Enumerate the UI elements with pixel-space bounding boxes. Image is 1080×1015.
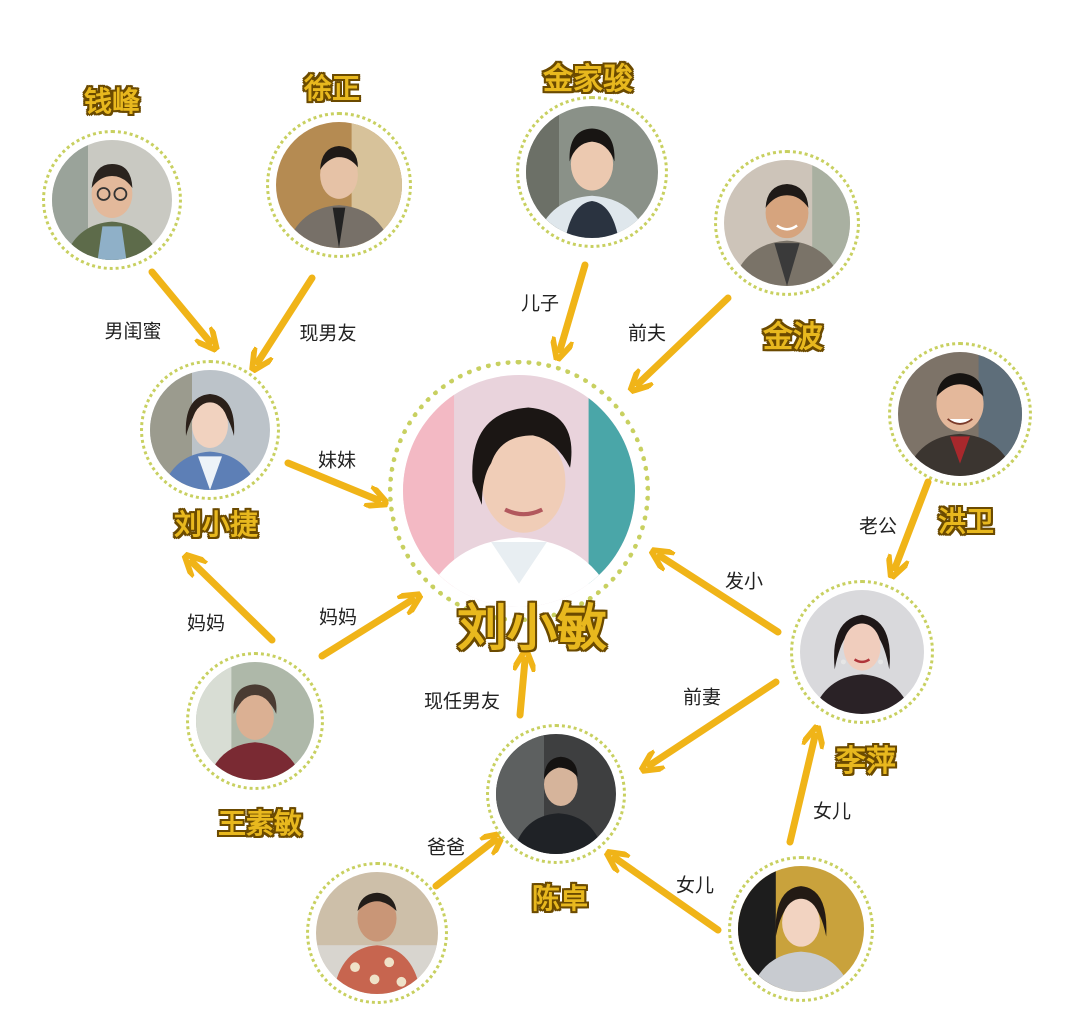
arrow-chenzhuo-center [520,660,525,719]
avatar-daughter [728,856,874,1002]
avatar-liping [790,580,934,724]
avatar-liuxiaomin [388,360,650,622]
name-liping: 李萍 [836,744,896,779]
name-wangsumin: 王素敏 [217,807,303,840]
portrait-man-dark-coat-icon [496,734,616,854]
arrow-jinjiajun-center [560,261,589,350]
arrow-wangsumin-center [318,600,412,660]
rel-liping-chenzhuo: 前妻 [682,686,722,709]
rel-wangsumin-center: 妈妈 [318,606,358,629]
rel-daughter-chenzhuo: 女儿 [675,874,715,897]
arrow-father-chenzhuo [432,840,495,890]
rel-wangsumin-liuxiaojie: 妈妈 [186,612,226,635]
arrow-liping-chenzhuo [650,678,780,765]
name-hongwei: 洪卫 [937,505,995,538]
avatar-liuxiaojie [140,360,280,500]
rel-hongwei-liping: 老公 [858,515,898,538]
arrow-liuxiaojie-center [284,459,378,500]
rel-daughter-liping: 女儿 [812,800,852,823]
portrait-man-suit-icon [276,122,402,248]
avatar-qianfeng [42,130,182,270]
arrow-liping-center [660,556,782,636]
rel-xuzheng-liuxiaojie: 现男友 [299,322,357,345]
arrow-daughter-chenzhuo [615,858,722,934]
avatar-jinbo [714,150,860,296]
name-liuxiaojie: 刘小捷 [173,508,259,541]
rel-jinbo-center: 前夫 [627,322,667,345]
name-xuzheng: 徐正 [303,72,361,105]
arrow-qianfeng-liuxiaojie [148,268,210,342]
portrait-young-woman-icon [150,370,270,490]
arrow-daughter-liping [786,736,815,846]
portrait-older-man-shirt-icon [316,872,438,994]
portrait-girl-icon [738,866,864,992]
name-jinjiajun: 金家骏 [543,62,633,97]
rel-liuxiaojie-center: 妹妹 [317,449,357,472]
rel-qianfeng-liuxiaojie: 男闺蜜 [104,320,162,343]
portrait-smiling-man-icon [724,160,850,286]
rel-chenzhuo-center: 现任男友 [423,690,501,713]
name-qianfeng: 钱峰 [83,85,141,118]
name-jinbo: 金波 [763,320,823,355]
rel-jinjiajun-center: 儿子 [520,292,560,315]
avatar-xuzheng [266,112,412,258]
arrow-jinbo-center [638,294,732,384]
portrait-man-grin-icon [898,352,1022,476]
rel-father-chenzhuo: 爸爸 [426,836,466,859]
name-liuxiaomin: 刘小敏 [457,599,607,657]
avatar-father [306,862,448,1004]
avatar-wangsumin [186,652,324,790]
arrow-wangsumin-liuxiaojie [192,562,276,644]
avatar-hongwei [888,342,1032,486]
avatar-jinjiajun [516,96,668,248]
portrait-woman-short-hair-icon [403,375,635,607]
arrow-xuzheng-liuxiaojie [258,274,316,362]
portrait-woman-earrings-icon [800,590,924,714]
portrait-man-glasses-icon [52,140,172,260]
portrait-young-man-icon [526,106,658,238]
avatar-chenzhuo [486,724,626,864]
portrait-older-woman-icon [196,662,314,780]
arrow-hongwei-liping [895,478,932,568]
rel-liping-center: 发小 [724,570,764,593]
name-chenzhuo: 陈卓 [531,882,589,915]
